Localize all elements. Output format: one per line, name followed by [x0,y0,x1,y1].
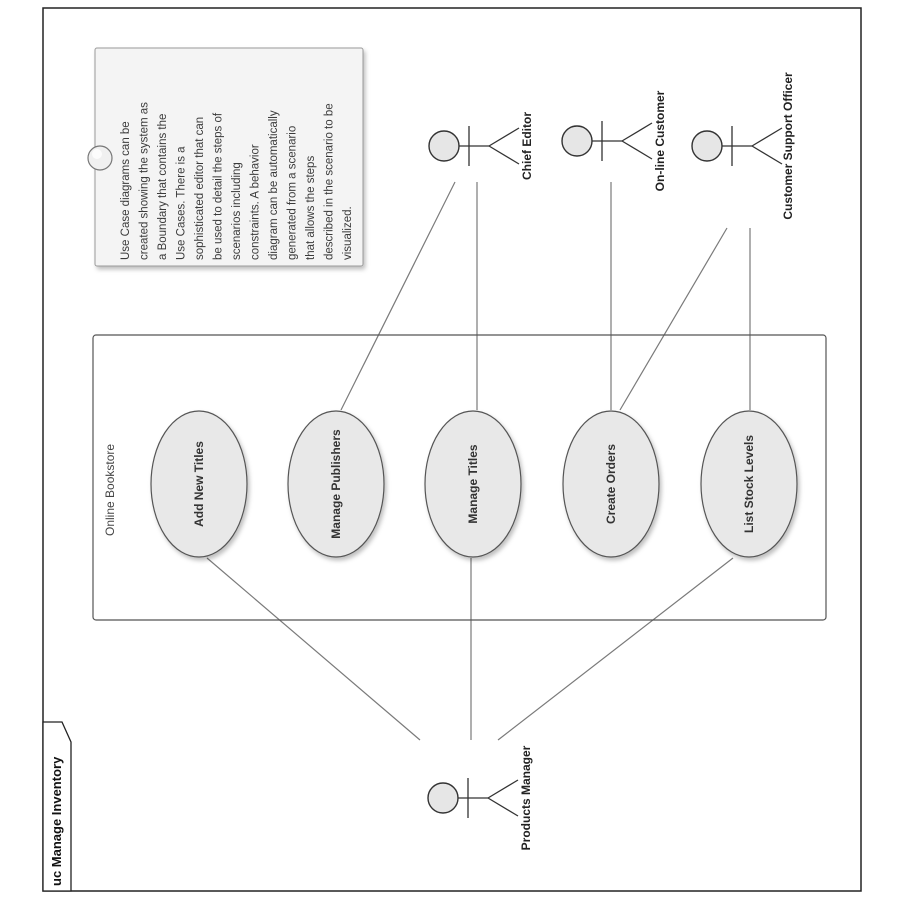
note-line: Use Case diagrams can be [120,121,132,260]
use-case-ellipse [424,410,522,558]
actor-head-icon [427,782,459,814]
use-case-label: Manage Titles [466,444,480,523]
use-case-ellipse [287,410,385,558]
system-boundary [92,334,827,621]
actor-leg-left [621,122,653,142]
actor-head-icon [561,125,593,157]
actor-a3[interactable]: Customer Support Officer [691,72,795,220]
use-case-uc1[interactable]: Add New Titles [150,410,248,558]
use-case-uc3[interactable]: Manage Titles [424,410,522,558]
note-line: constraints. A behavior [250,144,262,260]
note-line: that allows the steps [305,156,317,260]
actor-leg-left [487,779,519,799]
actor-leg-right [751,145,783,165]
use-case-ellipse [150,410,248,558]
actor-leg-right [621,140,653,160]
association-line-a3-uc4 [619,227,728,411]
note-line: sophisticated editor that can [194,117,206,260]
association-line-a1-uc2 [340,181,456,411]
association-line-a4-uc5 [497,557,734,741]
use-case-ellipse [562,410,660,558]
frame-tab [42,721,72,892]
note-line: visualized. [342,206,354,260]
use-case-label: List Stock Levels [742,435,756,533]
actor-leg-left [751,127,783,147]
note: Use Case diagrams can be created showing … [87,47,364,267]
note-line: generated from a scenario [287,126,299,260]
actor-label: Chief Editor [520,112,534,180]
actor-leg-right [488,145,520,165]
actor-leg-left [488,127,520,147]
use-case-ellipse [700,410,798,558]
associations [206,181,751,741]
use-case-label: Create Orders [604,444,618,524]
note-line: Use Cases. There is a [176,146,188,260]
actor-leg-right [487,797,519,817]
actor-a1[interactable]: Chief Editor [428,112,534,180]
actor-head-icon [428,130,460,162]
use-case-label: Add New Titles [192,441,206,527]
frame-label: uc Manage Inventory [49,756,64,886]
use-cases: Add New Titles Manage Publishers Manage Ti… [150,410,798,558]
actor-label: Products Manager [519,745,533,850]
note-pin-highlight-icon [92,149,102,159]
note-line: diagram can be automatically [268,110,280,260]
note-line: a Boundary that contains the [157,114,169,260]
note-line: be used to detail the steps of [213,112,225,260]
actor-a4[interactable]: Products Manager [427,745,533,850]
actor-label: On-line Customer [653,90,667,191]
note-line: described in the scenario to be [324,103,336,260]
use-case-uc2[interactable]: Manage Publishers [287,410,385,558]
note-text: Use Case diagrams can be created showing … [120,102,354,260]
association-line-a4-uc1 [206,557,421,741]
actor-label: Customer Support Officer [781,72,795,220]
use-case-uc5[interactable]: List Stock Levels [700,410,798,558]
actor-head-icon [691,130,723,162]
note-line: scenarios including [231,162,243,260]
boundary-label: Online Bookstore [103,444,117,536]
note-line: created showing the system as [139,102,151,260]
actors: Chief Editor On-line Customer Customer Sup… [427,72,795,850]
actor-a2[interactable]: On-line Customer [561,90,667,191]
use-case-label: Manage Publishers [329,429,343,539]
use-case-uc4[interactable]: Create Orders [562,410,660,558]
